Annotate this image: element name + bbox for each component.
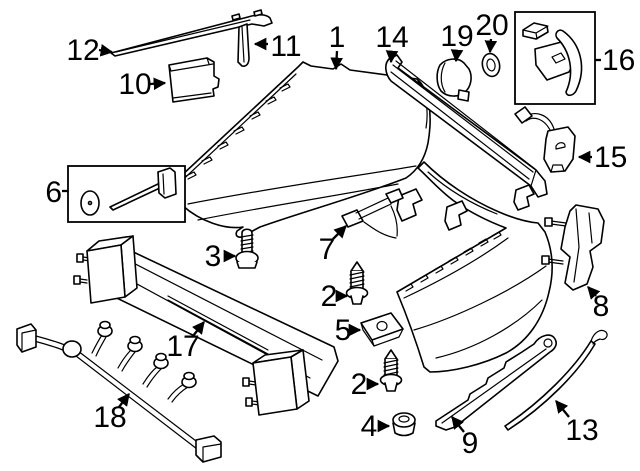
- part-3-bolt: [235, 228, 259, 269]
- callout-12: 12: [66, 34, 114, 67]
- callout-17: 17: [166, 321, 205, 363]
- callout-label-8: 8: [593, 290, 610, 323]
- part-20-sensor-ring: [481, 52, 501, 78]
- callout-label-6: 6: [45, 176, 62, 209]
- callout-7: 7: [319, 225, 347, 266]
- callout-20: 20: [475, 9, 509, 54]
- callout-6: 6: [45, 176, 68, 209]
- part-2-screw-lower: [379, 349, 403, 392]
- callout-label-11: 11: [270, 30, 301, 63]
- callout-label-5: 5: [335, 314, 352, 347]
- callout-label-3: 3: [205, 240, 222, 273]
- part-17-impact-bar: [73, 235, 339, 416]
- callout-label-19: 19: [440, 20, 473, 53]
- part-1-bumper-cover: [165, 61, 431, 238]
- callout-1: 1: [329, 21, 346, 71]
- callout-label-1: 1: [329, 21, 346, 54]
- part-15-sensor-bracket: [514, 106, 576, 173]
- callout-18: 18: [93, 392, 130, 434]
- callout-label-2-upper: 2: [321, 280, 338, 313]
- callout-19: 19: [440, 20, 474, 63]
- callout-15: 15: [577, 141, 627, 174]
- part-19-parking-sensor: [436, 58, 472, 102]
- callout-13: 13: [555, 400, 599, 447]
- callout-14: 14: [375, 21, 409, 64]
- callout-16: 16: [595, 44, 635, 77]
- callout-2-upper: 2: [321, 280, 349, 313]
- part-5-clip-nut: [360, 312, 404, 347]
- callout-label-17: 17: [166, 330, 199, 363]
- part-7-center-bracket: [341, 188, 404, 239]
- part-16-bracket-kit-box: [514, 11, 596, 105]
- part-12-upper-molding-strip: [110, 9, 273, 57]
- callout-label-2-lower: 2: [351, 368, 368, 401]
- callout-3: 3: [205, 240, 237, 273]
- callout-label-13: 13: [565, 414, 598, 447]
- part-2-screw-upper: [345, 261, 369, 305]
- callout-label-7: 7: [319, 233, 336, 266]
- part-18-wiring-harness: [16, 320, 222, 463]
- callout-label-20: 20: [475, 9, 508, 42]
- part-9-lower-trim-strip: [435, 334, 557, 431]
- callout-11: 11: [253, 30, 302, 63]
- part-13-molding-strip: [504, 329, 608, 431]
- callout-label-18: 18: [93, 401, 126, 434]
- callout-10: 10: [118, 68, 167, 101]
- callout-8: 8: [587, 286, 610, 323]
- callout-label-14: 14: [375, 21, 408, 54]
- callout-label-4: 4: [361, 410, 378, 443]
- callout-label-10: 10: [118, 68, 151, 101]
- part-1-bumper-lower-section: [396, 161, 553, 373]
- callout-label-15: 15: [594, 141, 627, 174]
- callout-label-9: 9: [462, 427, 479, 460]
- part-8-side-bracket: [541, 204, 605, 291]
- callout-5: 5: [335, 314, 362, 347]
- callout-label-12: 12: [66, 34, 99, 67]
- callout-9: 9: [451, 416, 479, 460]
- part-11-side-strip: [237, 23, 250, 67]
- part-4-grommet-nut: [392, 412, 416, 437]
- part-6-tow-pin-box: [67, 165, 186, 223]
- callout-4: 4: [361, 410, 391, 443]
- callout-label-16: 16: [602, 44, 635, 77]
- callout-2-lower: 2: [351, 368, 380, 401]
- part-10-control-module: [168, 57, 220, 103]
